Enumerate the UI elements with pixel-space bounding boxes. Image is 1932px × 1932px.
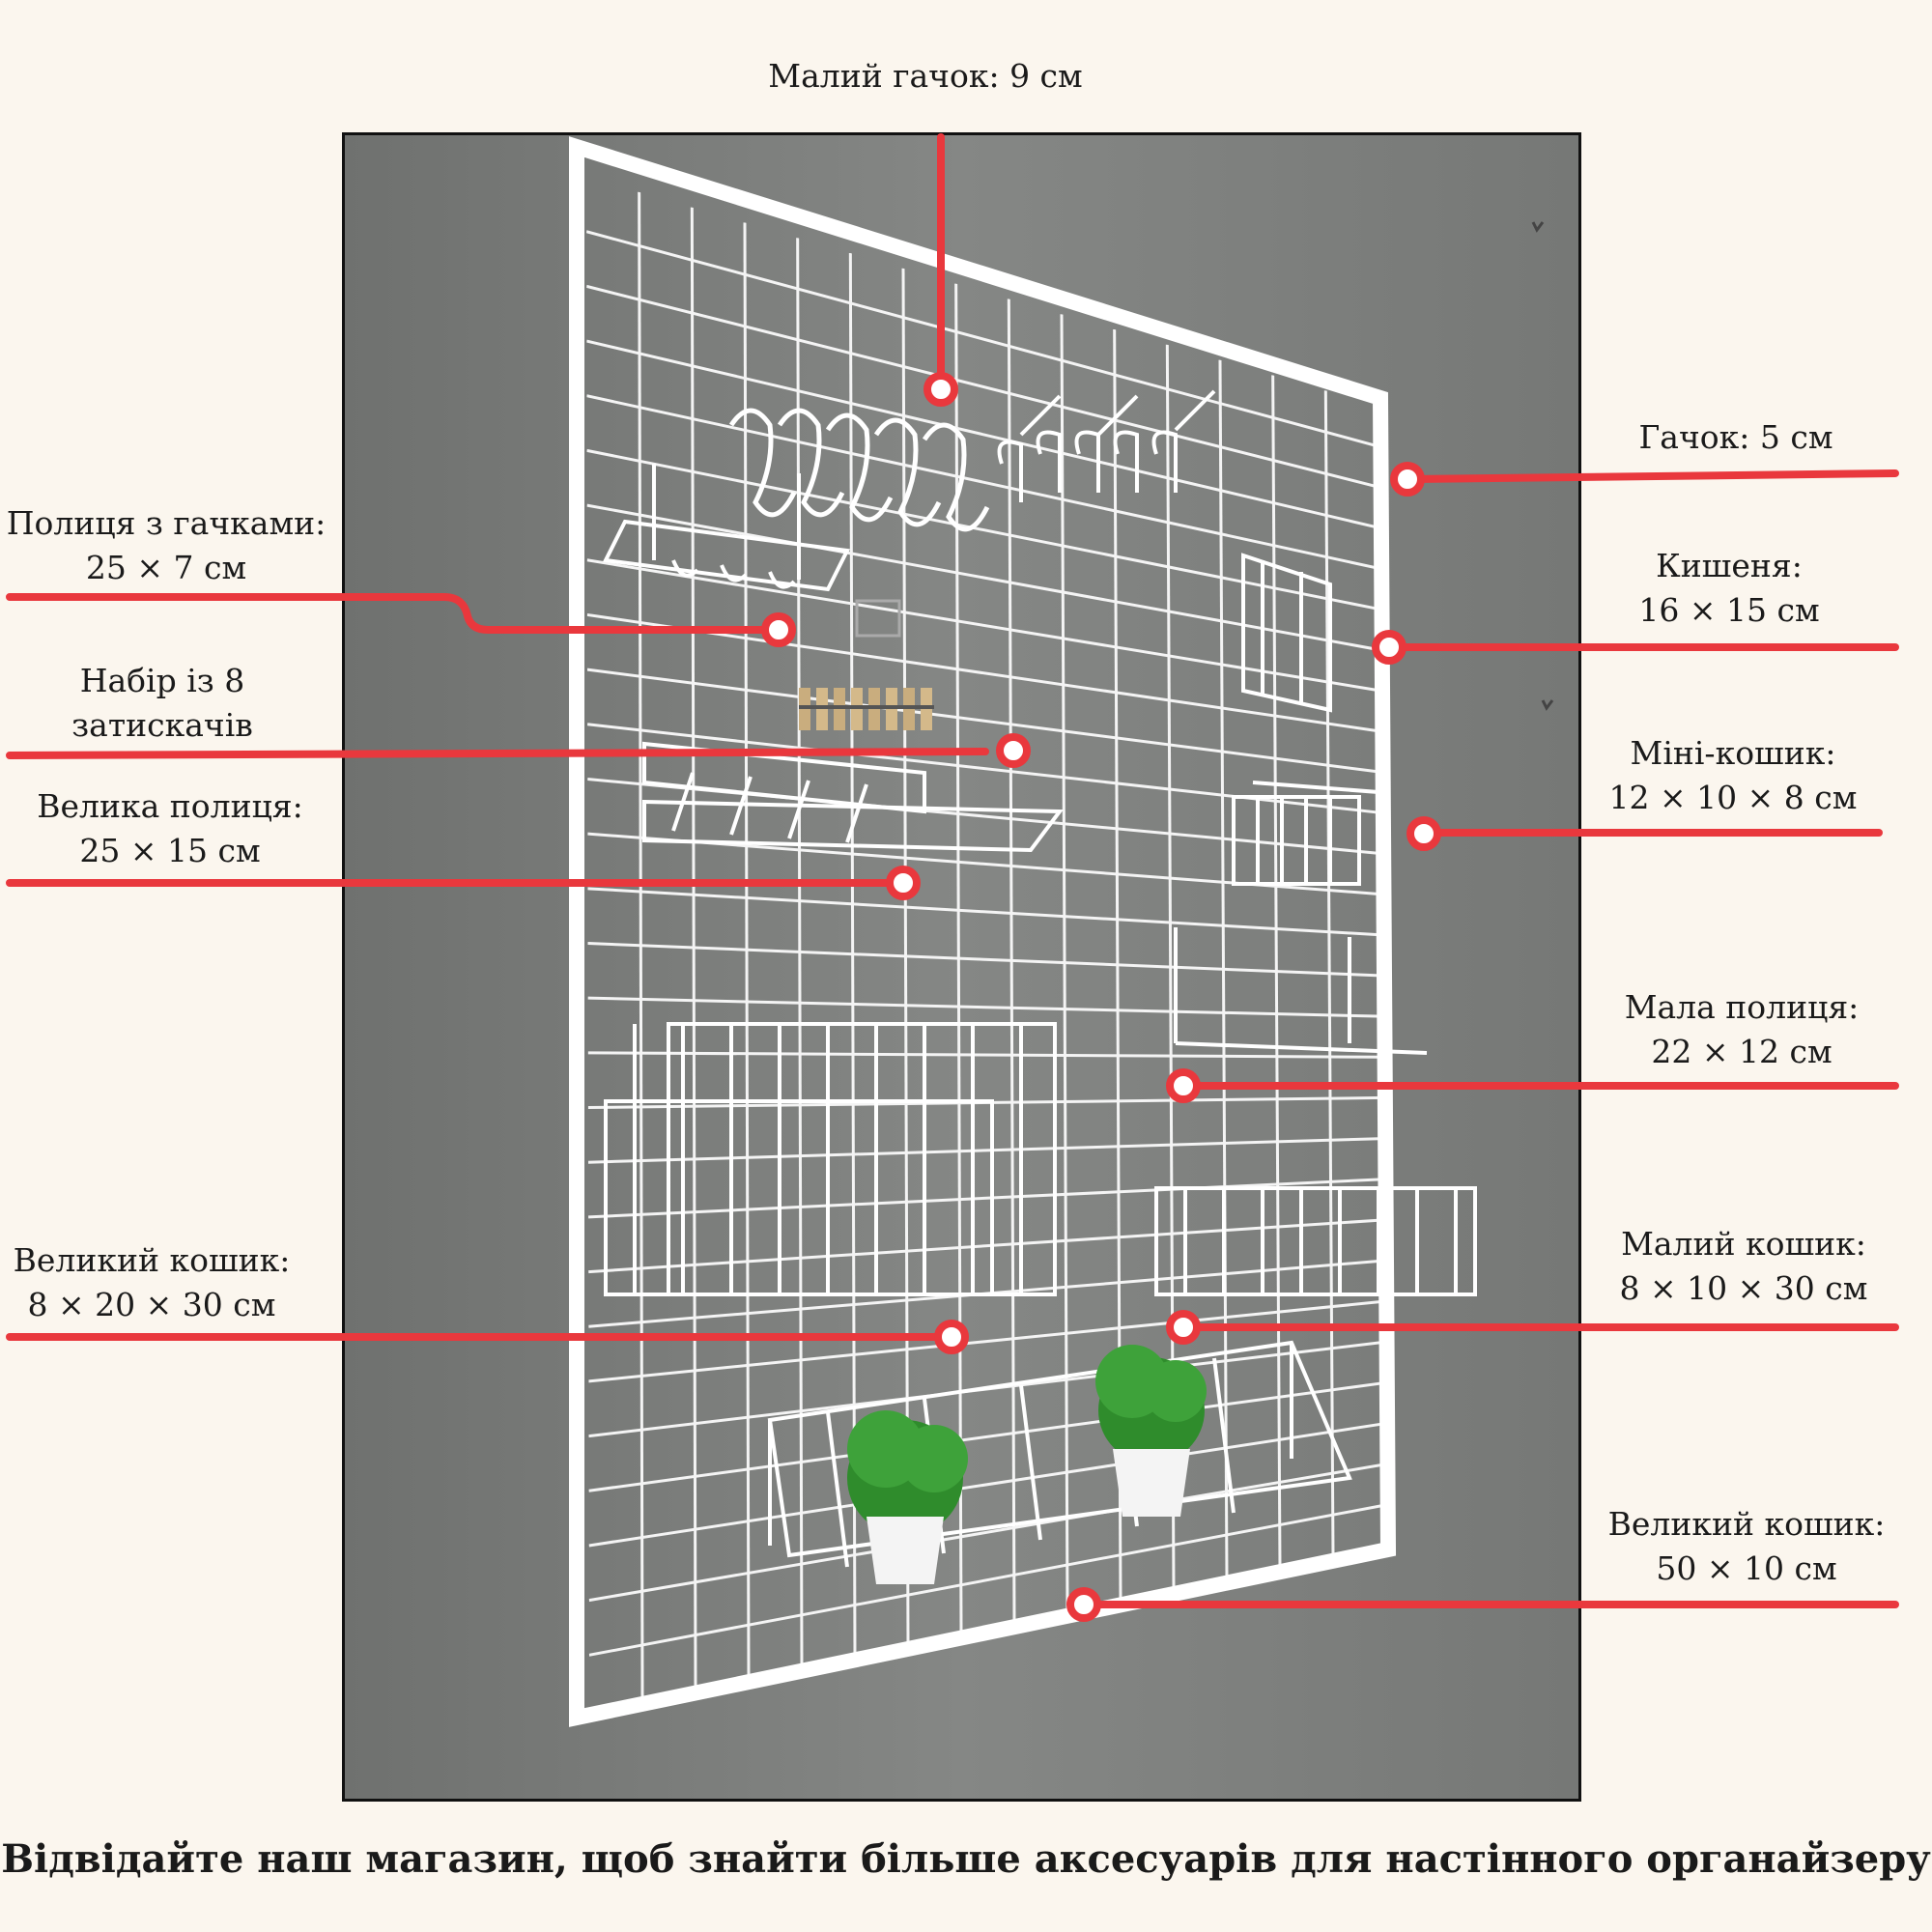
hook-shelf xyxy=(602,464,851,592)
grid-wire-horizontal xyxy=(588,1463,1386,1603)
product-photo xyxy=(342,132,1581,1802)
label-small-basket-size: 8 × 10 × 30 см xyxy=(1619,1269,1868,1307)
grid-wire-horizontal xyxy=(586,448,1380,611)
grid-wire-horizontal xyxy=(586,339,1380,529)
label-big-basket-1: Великий кошик: 8 × 20 × 30 см xyxy=(14,1238,291,1327)
wall-nail xyxy=(1531,221,1545,233)
label-pocket: Кишеня: 16 × 15 см xyxy=(1638,544,1819,633)
grid-wire-horizontal xyxy=(586,284,1379,489)
grid-wire-horizontal xyxy=(588,1380,1386,1492)
grid-wire-horizontal xyxy=(586,558,1381,693)
label-big-shelf: Велика полиця: 25 × 15 см xyxy=(37,784,303,873)
wall-grid-organizer-illustration xyxy=(345,135,1578,1799)
small-basket xyxy=(1154,1186,1477,1296)
label-small-hook-title: Малий гачок: 9 см xyxy=(768,57,1083,95)
grid-wire-horizontal xyxy=(587,887,1382,937)
label-hook-shelf-size: 25 × 7 см xyxy=(85,549,247,586)
big-basket-1 xyxy=(604,1022,1057,1296)
grid-frame xyxy=(569,136,1397,1727)
label-mini-basket-size: 12 × 10 × 8 см xyxy=(1608,779,1858,816)
grid-wire-horizontal xyxy=(587,1178,1384,1219)
footer-caption: Відвідайте наш магазин, щоб знайти більш… xyxy=(1,1836,1931,1882)
big-shelf xyxy=(642,741,1064,853)
plant-left xyxy=(847,1410,968,1584)
label-small-shelf-title: Мала полиця: xyxy=(1624,988,1860,1026)
label-small-shelf: Мала полиця: 22 × 12 см xyxy=(1625,985,1860,1074)
grid-wire-horizontal xyxy=(587,1137,1384,1164)
mini-basket xyxy=(1232,781,1379,886)
label-pocket-size: 16 × 15 см xyxy=(1638,591,1820,629)
label-hook-shelf-title: Полиця з гачками: xyxy=(6,504,327,542)
label-mini-basket-title: Міні-кошик: xyxy=(1630,734,1836,772)
grid-wire-horizontal xyxy=(586,230,1379,448)
grid-wire-horizontal xyxy=(587,996,1383,1018)
grid-wire-horizontal xyxy=(588,1503,1386,1657)
grid-wire-horizontal xyxy=(587,942,1383,978)
small-shelf xyxy=(1174,927,1428,1055)
plant-right xyxy=(1095,1345,1207,1517)
s-hooks xyxy=(728,408,990,532)
grid-wire-horizontal xyxy=(586,668,1381,774)
label-big-basket-1-title: Великий кошик: xyxy=(13,1241,291,1279)
label-small-hook: Малий гачок: 9 см xyxy=(768,54,1082,99)
label-big-basket-2-size: 50 × 10 см xyxy=(1656,1549,1837,1587)
grid-wire-horizontal xyxy=(588,1299,1385,1383)
wall-nail xyxy=(1541,699,1554,711)
grid-wire-horizontal xyxy=(587,1051,1383,1059)
pocket xyxy=(1241,553,1332,713)
label-small-basket: Малий кошик: 8 × 10 × 30 см xyxy=(1620,1222,1868,1311)
label-big-shelf-title: Велика полиця: xyxy=(37,787,303,825)
clips xyxy=(799,599,934,730)
label-big-basket-1-size: 8 × 20 × 30 см xyxy=(27,1286,276,1323)
label-big-shelf-size: 25 × 15 см xyxy=(79,832,261,869)
label-hook-title: Гачок: 5 см xyxy=(1638,418,1833,456)
label-hook-shelf: Полиця з гачками: 25 × 7 см xyxy=(7,501,326,590)
grid-wire-horizontal xyxy=(588,1218,1384,1274)
grid-mesh xyxy=(586,191,1386,1699)
j-hooks xyxy=(997,389,1216,502)
label-clip-set-line1: Набір із 8 xyxy=(79,662,245,699)
label-clip-set-line2: затискачів xyxy=(71,706,253,744)
grid-wire-horizontal xyxy=(586,503,1380,652)
label-small-basket-title: Малий кошик: xyxy=(1621,1225,1866,1263)
grid-wire-horizontal xyxy=(586,394,1380,571)
grid-wire-horizontal xyxy=(586,612,1381,733)
label-big-basket-2-title: Великий кошик: xyxy=(1607,1505,1886,1543)
label-hook: Гачок: 5 см xyxy=(1638,415,1833,460)
label-big-basket-2: Великий кошик: 50 × 10 см xyxy=(1608,1502,1886,1591)
label-small-shelf-size: 22 × 12 см xyxy=(1651,1033,1833,1070)
label-mini-basket: Міні-кошик: 12 × 10 × 8 см xyxy=(1609,731,1858,820)
label-pocket-title: Кишеня: xyxy=(1656,547,1803,584)
grid-wire-horizontal xyxy=(588,1422,1386,1548)
label-clip-set: Набір із 8 затискачів xyxy=(71,659,253,748)
